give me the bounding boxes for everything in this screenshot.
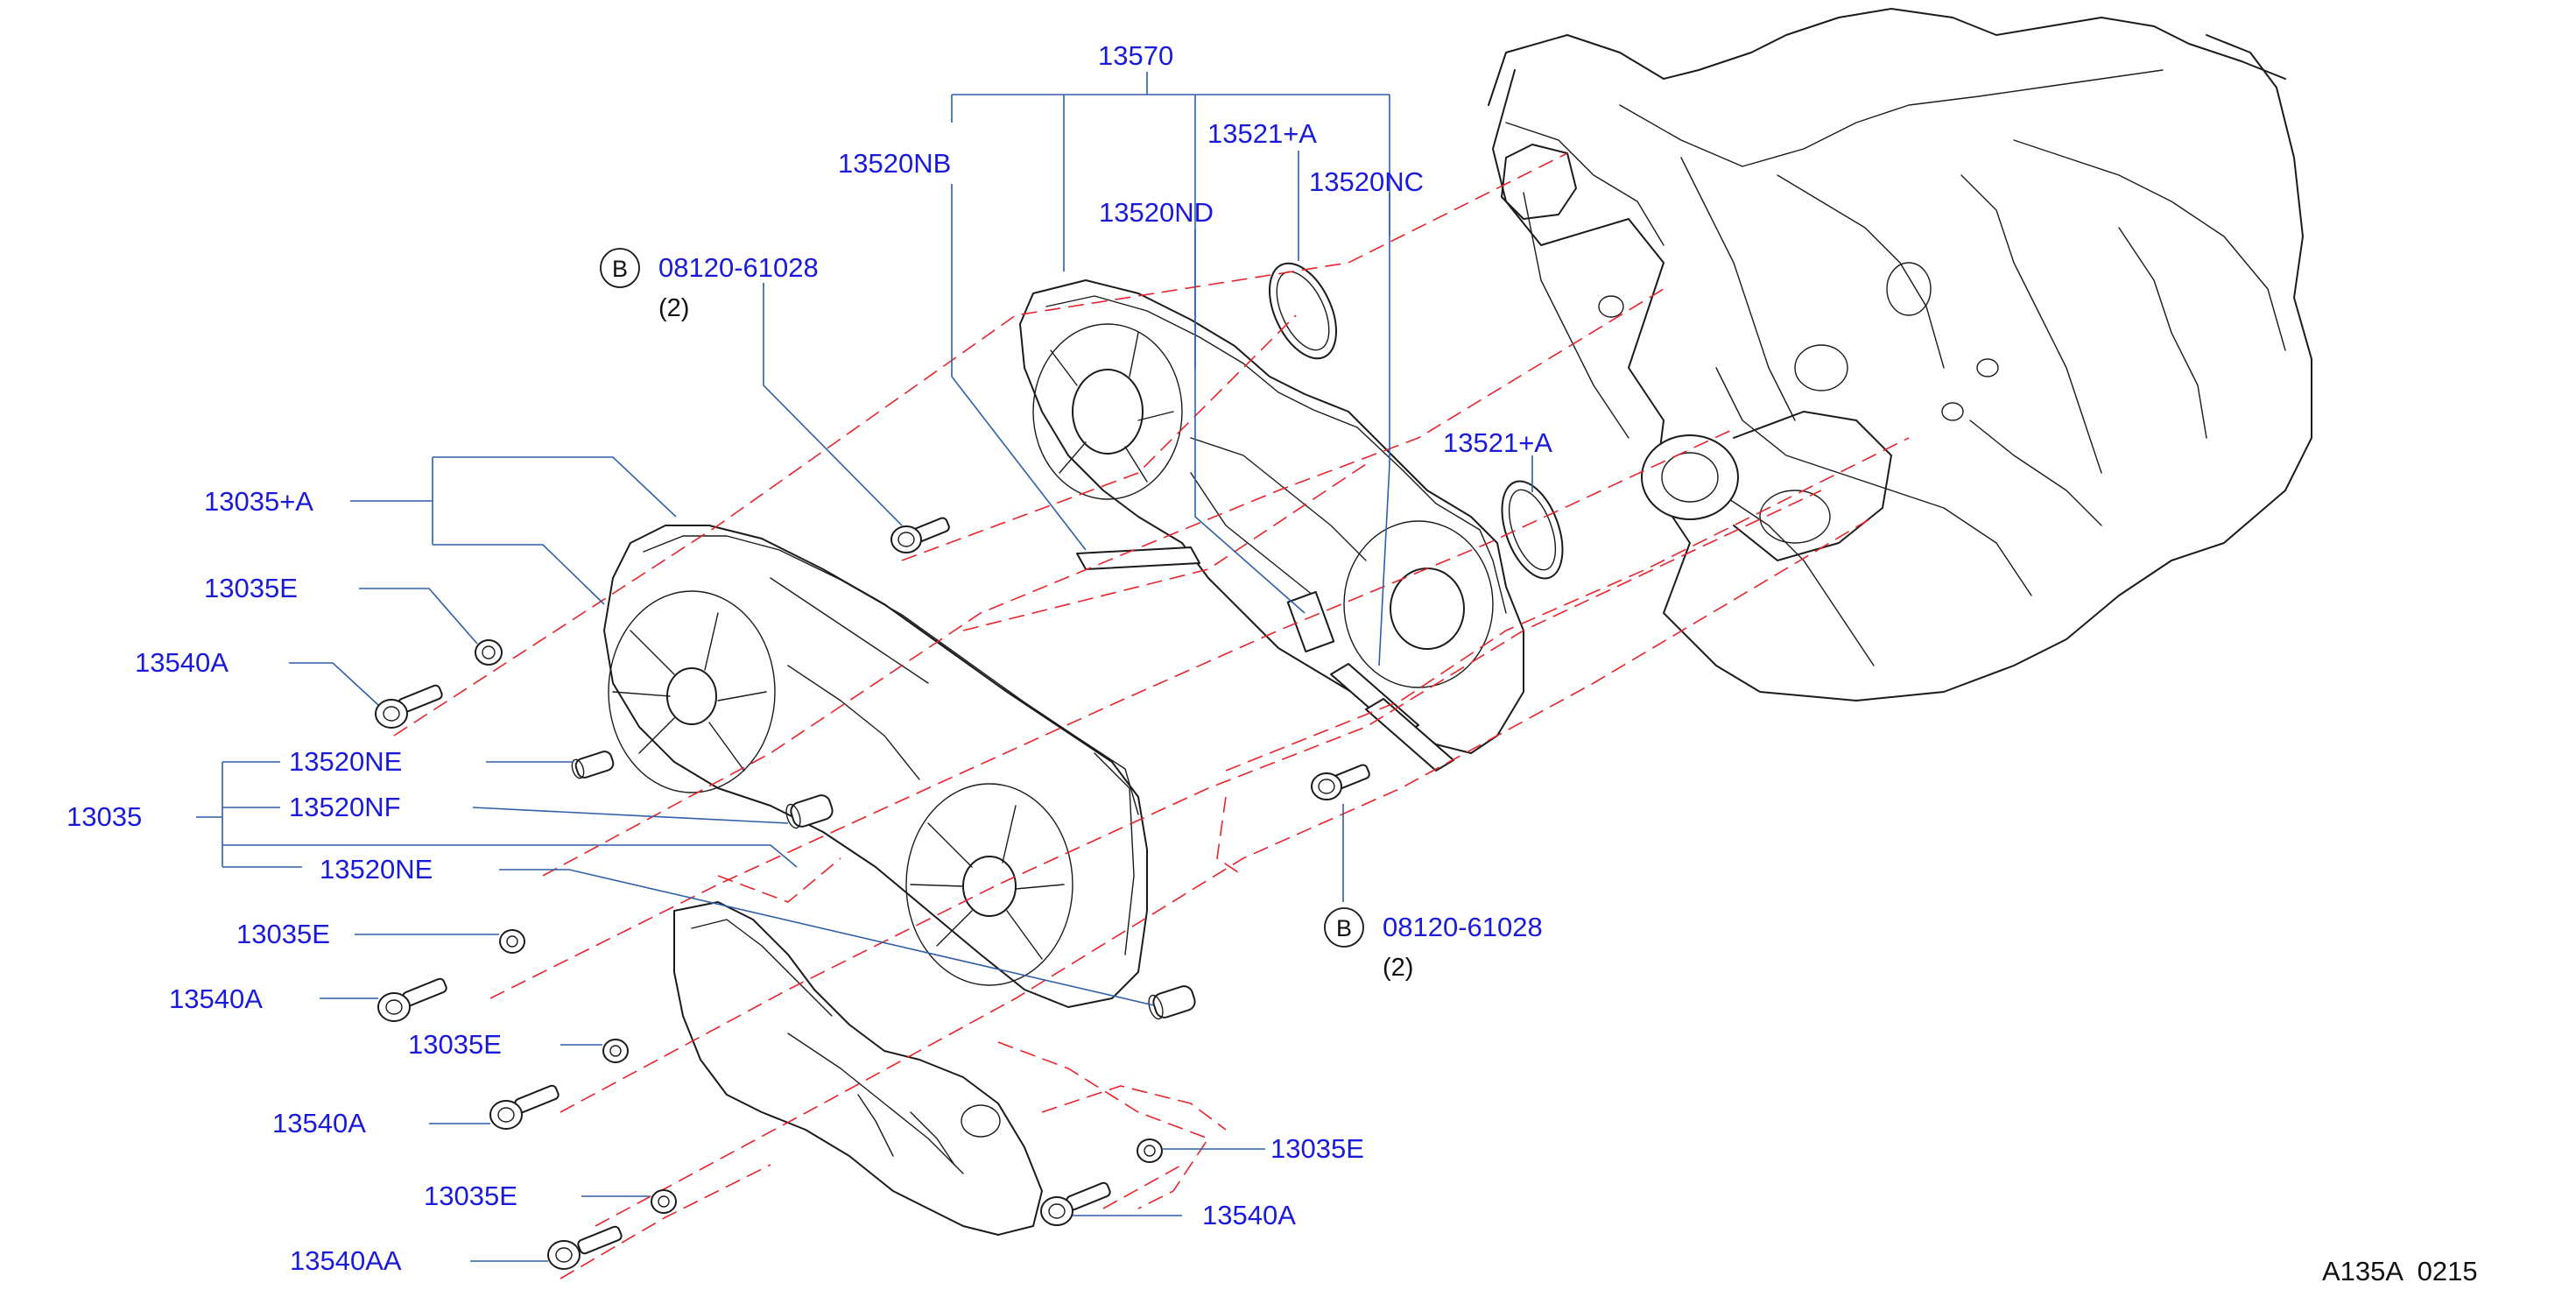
label-13035e-4[interactable]: 13035E [424,1181,517,1211]
seal-ring-right [1501,480,1564,580]
label-13520nb[interactable]: 13520NB [838,148,951,179]
washer-13035e-1 [475,639,503,666]
phantom-lines [393,152,1910,1279]
lower-front-cover-drawing [673,901,1043,1236]
engine-block-drawing [1488,8,2312,701]
label-13035a[interactable]: 13035+A [204,486,313,517]
label-13520nf[interactable]: 13520NF [289,792,401,822]
label-13540aa[interactable]: 13540AA [290,1245,402,1276]
label-13521a-top[interactable]: 13521+A [1207,118,1317,149]
washer-13035e-5 [1137,1138,1163,1163]
bolt-08120-right [1311,764,1370,800]
callout-letter: B [612,256,628,282]
leader-lines [196,72,1533,1262]
rear-timing-cover-drawing [1019,279,1524,754]
circle-b-icon [1324,907,1364,948]
label-13035e-1[interactable]: 13035E [204,573,298,603]
dowel-13520nf [785,794,834,829]
label-13520nd[interactable]: 13520ND [1099,197,1214,228]
seal-ring-top [1269,262,1337,360]
label-13540a-2[interactable]: 13540A [169,983,263,1014]
bolt-08120-top [890,517,950,553]
callout-08120-right[interactable]: B 08120-61028 (2) [1324,907,1543,982]
callout-qty: (2) [1383,954,1413,982]
bolt-13540a-4 [1040,1181,1111,1226]
label-13520ne-1[interactable]: 13520NE [289,746,402,777]
label-13035e-3[interactable]: 13035E [408,1029,502,1060]
washer-13035e-3 [602,1039,629,1063]
washer-13035e-2 [499,929,525,954]
gasket-strip-nb [1076,546,1200,570]
bolt-13540a-3 [489,1084,560,1130]
circle-b-icon [600,248,640,288]
label-13521a-right[interactable]: 13521+A [1443,427,1552,458]
label-13035[interactable]: 13035 [67,801,142,832]
callout-part-no: 08120-61028 [658,252,819,283]
label-13570[interactable]: 13570 [1098,40,1173,71]
bolt-13540a-2 [377,977,447,1022]
callout-qty: (2) [658,294,689,322]
label-13540a-4[interactable]: 13540A [1202,1200,1296,1230]
diagram-code: A135A 0215 [2322,1256,2478,1286]
label-13540a-3[interactable]: 13540A [272,1108,366,1138]
callout-letter: B [1336,915,1352,941]
label-13540a-1[interactable]: 13540A [135,647,229,678]
bolt-13540aa [547,1225,623,1270]
label-13520nc[interactable]: 13520NC [1309,166,1424,197]
label-13520ne-2[interactable]: 13520NE [320,854,433,885]
bolt-13540a-1 [375,684,443,729]
label-13035e-5[interactable]: 13035E [1270,1133,1364,1164]
dowel-13520ne-1 [571,751,615,779]
front-timing-cover-drawing [603,525,1148,1008]
callout-08120-top[interactable]: B 08120-61028 (2) [600,248,819,322]
gasket-strip-nc [1330,663,1454,772]
dowel-13520ne-2 [1148,985,1196,1020]
callout-part-no: 08120-61028 [1383,912,1543,942]
label-13035e-2[interactable]: 13035E [236,919,330,949]
washer-13035e-4 [651,1189,677,1214]
